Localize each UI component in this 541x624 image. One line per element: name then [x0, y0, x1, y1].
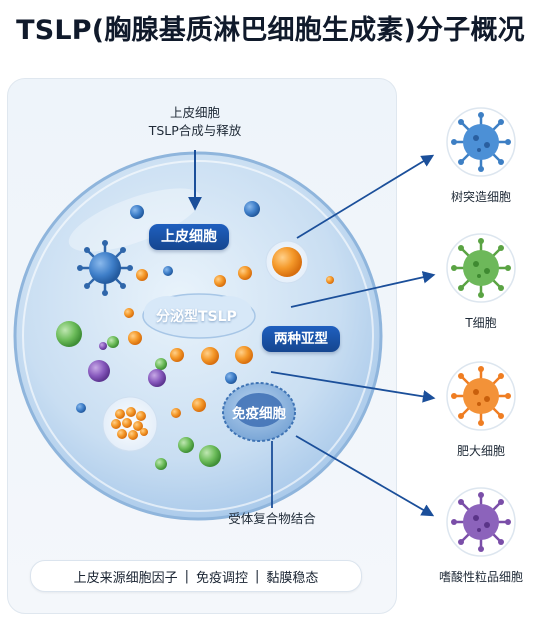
source-note-line2: TSLP合成与释放 — [148, 123, 242, 138]
target-label-4: 嗜酸性粒品细胞 — [438, 570, 523, 584]
footer-item-2: 免疫调控 — [195, 570, 248, 586]
receptor-binding-note: 受体复合物结合 — [228, 511, 316, 526]
target-label-2: T细胞 — [465, 316, 497, 330]
source-note-line1: 上皮细胞 — [169, 105, 220, 120]
target-cell-4-icon — [446, 487, 516, 557]
secreted-tslp-label: 分泌型TSLP — [156, 309, 237, 325]
immune-cell-label: 免疫细胞 — [232, 406, 286, 422]
target-label-1: 树突造细胞 — [450, 190, 511, 204]
footer-keywords: 上皮来源细胞因子 | 免疫调控 | 黏膜稳态 — [30, 560, 362, 592]
epithelial-cell-badge: 上皮细胞 — [149, 224, 229, 250]
footer-separator-1: | — [184, 568, 189, 584]
target-cell-1-icon — [446, 107, 516, 177]
page-title: TSLP(胸腺基质淋巴细胞生成素)分子概况 — [16, 15, 525, 46]
footer-item-1: 上皮来源细胞因子 — [73, 570, 178, 586]
footer-separator-2: | — [255, 568, 260, 584]
footer-item-3: 黏膜稳态 — [266, 570, 319, 586]
source-note: 上皮细胞 TSLP合成与释放 — [135, 104, 255, 140]
subtypes-badge: 两种亚型 — [262, 326, 340, 352]
target-cell-3-icon — [446, 361, 516, 431]
target-cell-2-icon — [446, 233, 516, 303]
target-label-3: 肥大细胞 — [456, 444, 505, 458]
